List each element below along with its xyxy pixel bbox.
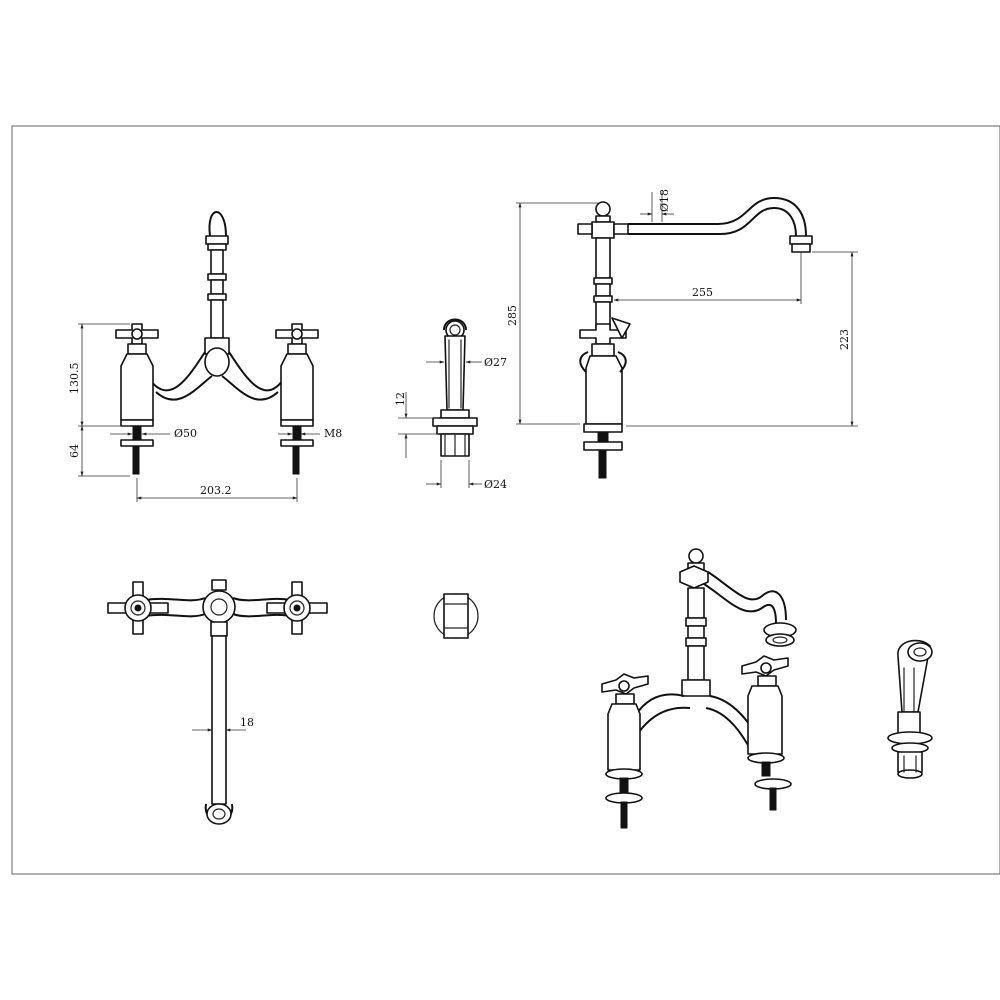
spray-top-view [433, 593, 479, 639]
dim-thread-m8: M8 [324, 427, 342, 440]
dim-dia-24: Ø24 [484, 478, 507, 491]
dim-dia-50: Ø50 [174, 427, 197, 440]
dim-height-130-5: 130.5 [68, 363, 81, 395]
spray-side-view: Ø27 12 Ø24 [394, 318, 507, 491]
dim-height-223: 223 [838, 329, 851, 350]
dim-reach-255: 255 [692, 286, 713, 299]
dim-width-203-2: 203.2 [200, 484, 232, 497]
drawing-frame [11, 125, 1000, 875]
front-view: 130.5 64 Ø50 M8 203.2 [68, 211, 342, 502]
dim-width-18: 18 [240, 716, 254, 729]
side-view: 285 Ø18 255 223 [506, 189, 858, 479]
dim-height-12: 12 [394, 392, 407, 406]
top-view: 18 [107, 579, 328, 825]
dim-dia-18-top: Ø18 [658, 189, 671, 212]
dim-dia-27: Ø27 [484, 356, 507, 369]
dim-height-64: 64 [68, 444, 81, 458]
spray-isometric-view [887, 639, 933, 779]
isometric-view [601, 548, 797, 829]
dim-height-285: 285 [506, 305, 519, 326]
